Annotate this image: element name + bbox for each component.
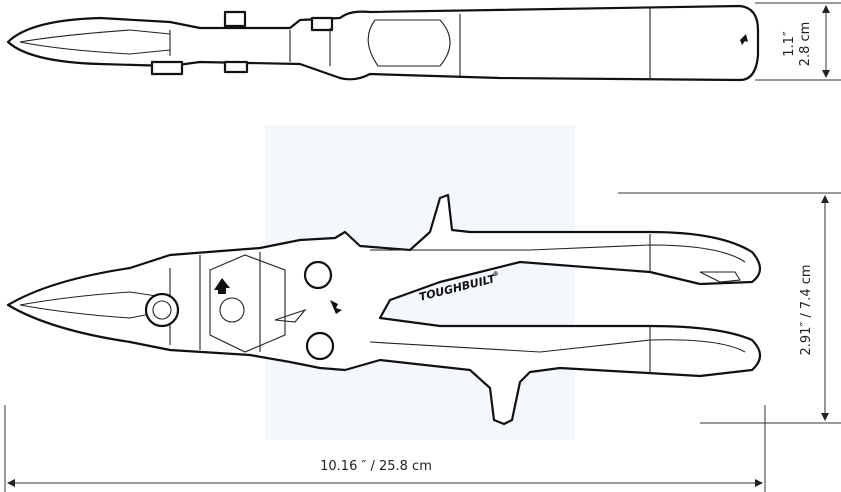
height-label: 2.91″ / 7.4 cm (799, 264, 814, 355)
pliers-top-view (6, 4, 760, 82)
thickness-in-label: 1.1″ (782, 31, 797, 57)
arrow-icon (214, 278, 230, 294)
svg-text:®: ® (492, 270, 500, 278)
arrow-icon (330, 300, 342, 314)
arrow-icon (740, 34, 748, 45)
dimension-lines (4, 2, 841, 492)
length-label: 10.16 ″ / 25.8 cm (320, 459, 432, 474)
thickness-cm-label: 2.8 cm (798, 22, 813, 67)
